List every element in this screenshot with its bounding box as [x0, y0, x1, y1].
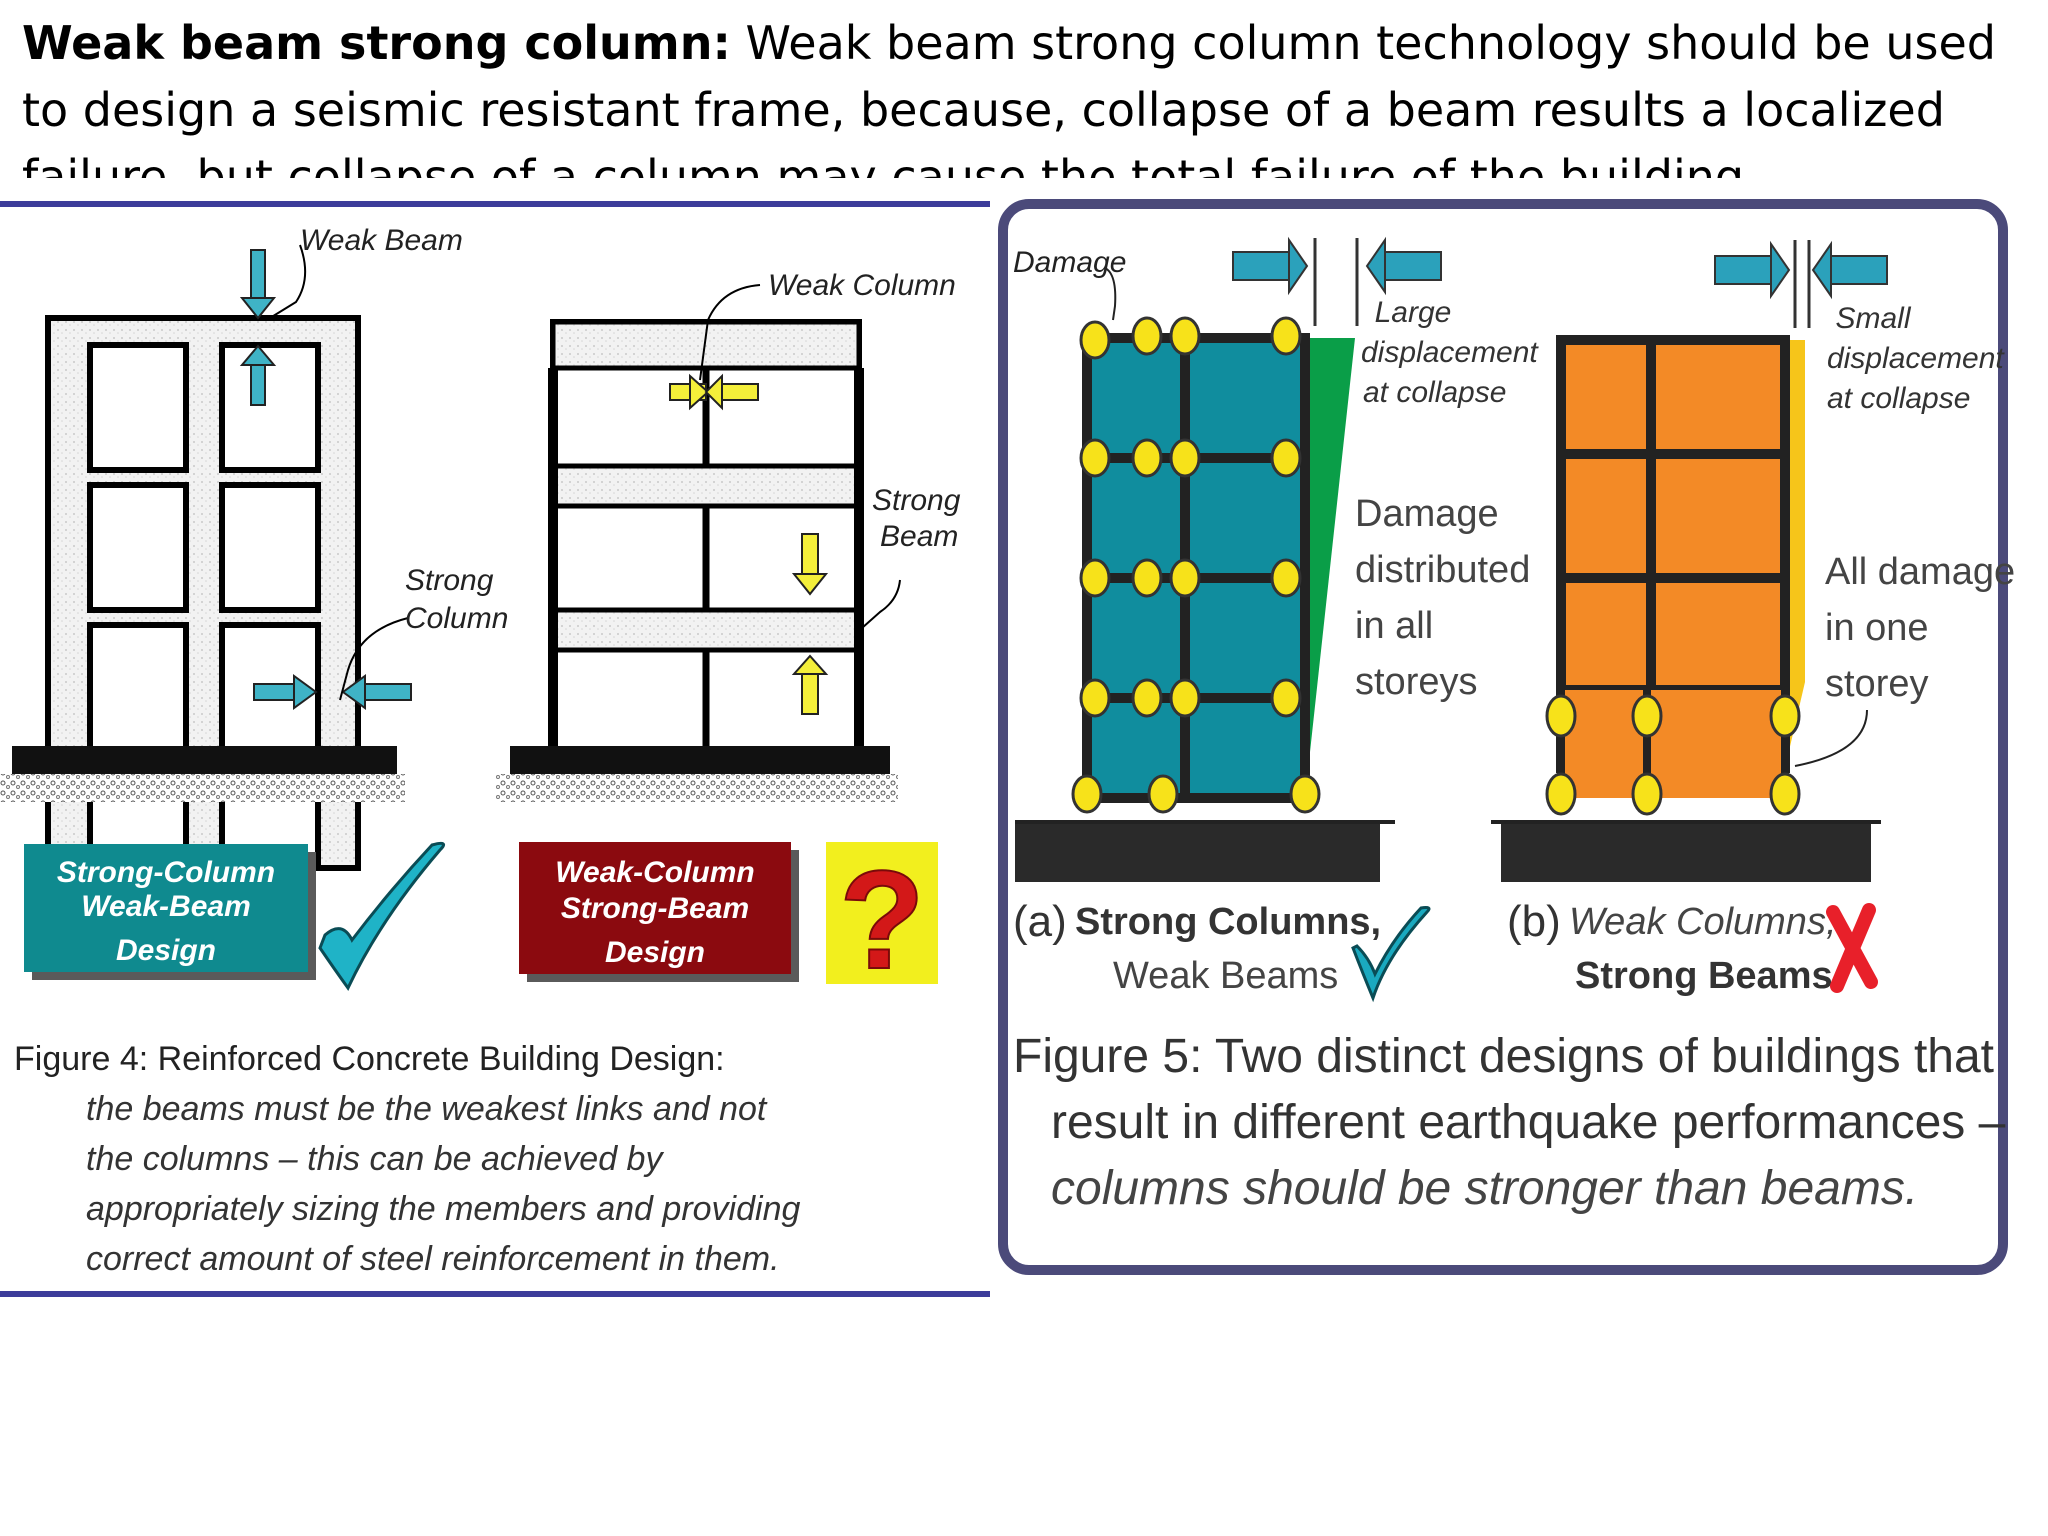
cross-b-icon: [1826, 903, 1878, 993]
strong-column-arrows: [253, 674, 412, 710]
arrows-b: [1714, 240, 1888, 328]
foundation-b: [1501, 822, 1871, 882]
badge-left-line3: Design: [116, 934, 216, 967]
fig5-caption-line1: Figure 5: Two distinct designs of buildi…: [1013, 1030, 1994, 1083]
label-a-bold: Strong Columns,: [1075, 901, 1381, 943]
one-storey-leader: [1794, 709, 1868, 767]
ground-right: [496, 774, 898, 802]
foundation-right: [510, 746, 890, 774]
fig4-caption-line2: the columns – this can be achieved by: [86, 1140, 664, 1178]
label-small-3: at collapse: [1827, 382, 1970, 415]
label-one-2: in one: [1825, 607, 1929, 649]
weak-beam-arrows: [239, 249, 277, 406]
heading-paragraph: Weak beam strong column: Weak beam stron…: [22, 10, 2032, 178]
label-large-2: displacement: [1361, 336, 1539, 369]
fig4-caption-line4: correct amount of steel reinforcement in…: [86, 1240, 780, 1278]
fig4-caption-title: Figure 4: Reinforced Concrete Building D…: [14, 1040, 725, 1078]
arrows-a: [1232, 236, 1442, 326]
badge-right-line2: Strong-Beam: [561, 892, 749, 925]
label-strong-beam-1: Strong: [872, 484, 961, 517]
building-weak-columns: [1491, 335, 1881, 882]
label-a-prefix: (a): [1013, 897, 1067, 946]
badge-strong-column-weak-beam: Strong-Column Weak-Beam Design: [24, 844, 316, 980]
label-damage: Damage: [1013, 246, 1126, 279]
hinges-b: [1545, 694, 1801, 816]
label-one-1: All damage: [1825, 551, 2015, 593]
badge-right-line1: Weak-Column: [555, 856, 754, 889]
question-box: [826, 842, 938, 984]
hinges-a: [1071, 316, 1321, 814]
figure-5-panel: Damage Large displacement at collapse Da…: [995, 196, 2015, 1284]
label-large-1: Large: [1375, 296, 1452, 329]
fig5-caption-line3: columns should be stronger than beams.: [1051, 1162, 1918, 1215]
foundation-left: [12, 746, 397, 774]
heading-text: Weak beam strong column technology shoul…: [22, 16, 1996, 178]
label-dist-4: storeys: [1355, 661, 1477, 703]
label-b-italic: Weak Columns,: [1569, 901, 1837, 943]
label-strong-column-2: Column: [405, 602, 508, 635]
label-dist-1: Damage: [1355, 493, 1499, 535]
strong-column-leader: [339, 617, 409, 701]
badge-weak-column-strong-beam: Weak-Column Strong-Beam Design: [519, 842, 799, 982]
label-strong-column-1: Strong: [405, 564, 494, 597]
label-b-bold: Strong Beams: [1575, 955, 1833, 997]
label-small-1: Small: [1835, 302, 1911, 335]
weak-column-leader: [699, 284, 761, 381]
building-strong-column: [0, 315, 405, 871]
label-weak-beam: Weak Beam: [300, 224, 463, 257]
label-dist-3: in all: [1355, 605, 1433, 647]
label-strong-beam-2: Beam: [880, 520, 958, 553]
weak-column-arrows: [669, 373, 759, 411]
label-weak-column: Weak Column: [768, 269, 956, 302]
label-one-3: storey: [1825, 663, 1928, 705]
checkmark-a-icon: [1351, 906, 1431, 1003]
badge-left-line1: Strong-Column: [57, 856, 275, 889]
strong-beam-leader: [861, 579, 901, 629]
strong-beam-arrows: [791, 533, 829, 715]
figure-4-diagram: Weak Beam Strong Column Weak Column Stro…: [0, 200, 990, 1298]
label-large-3: at collapse: [1363, 376, 1506, 409]
heading-bold: Weak beam strong column:: [22, 16, 731, 70]
damage-leader: [1104, 267, 1117, 321]
label-small-2: displacement: [1827, 342, 2005, 375]
foundation-a: [1015, 822, 1380, 882]
badge-right-line3: Design: [605, 936, 705, 969]
badge-left-line2: Weak-Beam: [81, 890, 251, 923]
checkmark-icon: [318, 841, 446, 991]
fig5-caption-line2: result in different earthquake performan…: [1051, 1096, 2006, 1149]
weak-beam-leader: [269, 244, 307, 319]
question-mark-icon: ?: [839, 841, 925, 998]
fig4-caption-line3: appropriately sizing the members and pro…: [86, 1190, 800, 1228]
ground-left: [0, 774, 405, 802]
figure-4-panel: Weak Beam Strong Column Weak Column Stro…: [0, 200, 990, 1298]
fig4-caption-line1: the beams must be the weakest links and …: [86, 1090, 768, 1128]
figure-5-diagram: Damage Large displacement at collapse Da…: [998, 199, 2015, 1275]
drift-green: [1305, 338, 1355, 798]
label-b-prefix: (b): [1507, 897, 1561, 946]
label-dist-2: distributed: [1355, 549, 1530, 591]
label-a-second: Weak Beams: [1113, 955, 1338, 997]
